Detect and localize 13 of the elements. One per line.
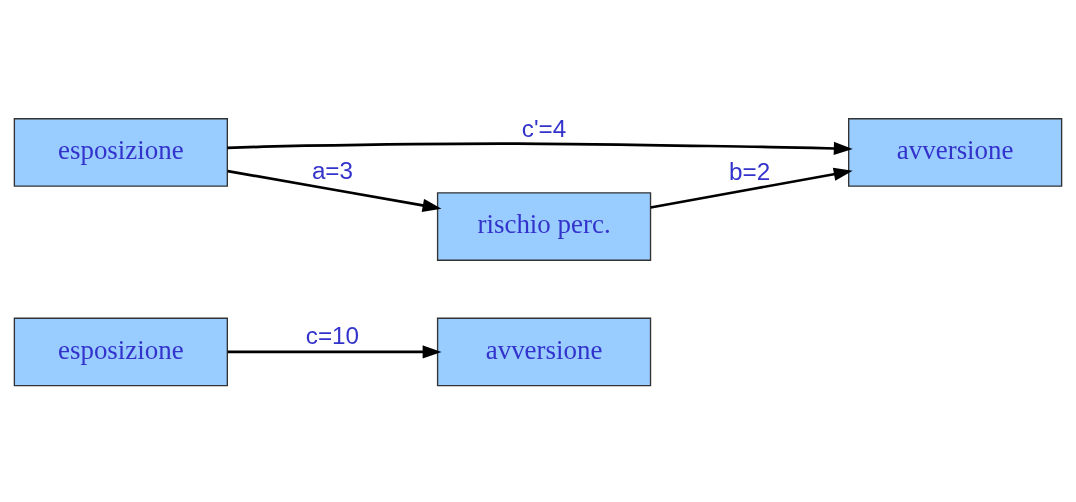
edge-label: c'=4 bbox=[521, 114, 567, 142]
edge-label: a=3 bbox=[311, 156, 354, 184]
node-box: avversione bbox=[848, 117, 1063, 187]
node-box: esposizione bbox=[13, 317, 228, 386]
node-box: avversione bbox=[436, 317, 652, 386]
arrow bbox=[227, 344, 442, 359]
edge-label: c=10 bbox=[305, 321, 360, 349]
node-box: esposizione bbox=[13, 117, 228, 187]
arrow bbox=[227, 169, 442, 212]
arrow bbox=[650, 167, 853, 209]
edge-label: b=2 bbox=[729, 157, 771, 185]
node-box: rischio perc. bbox=[436, 191, 652, 261]
arrow bbox=[227, 141, 853, 155]
